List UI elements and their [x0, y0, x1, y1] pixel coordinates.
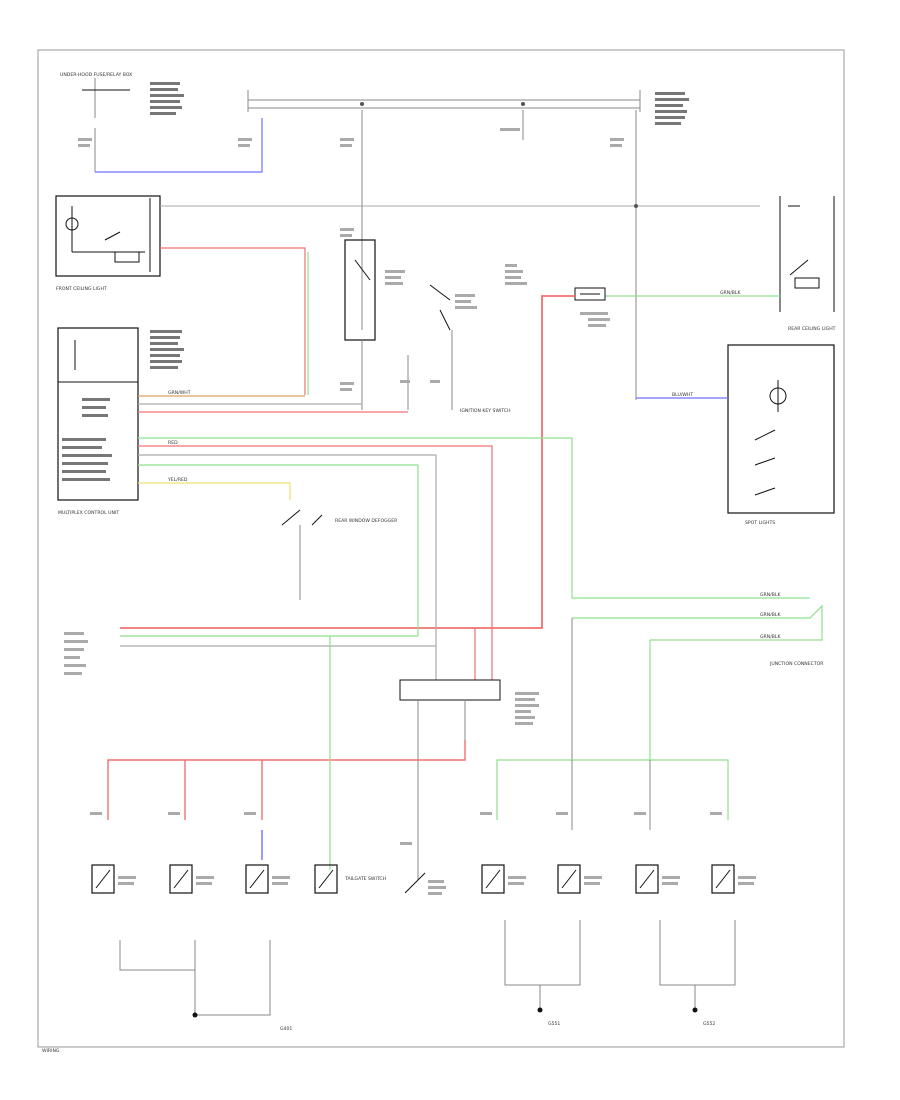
fuse-box-label: UNDER-HOOD FUSE/RELAY BOX — [60, 72, 132, 78]
illegible-labels — [64, 128, 756, 895]
wire-green-lower-right-1 — [496, 640, 651, 820]
wire-red-lower — [107, 740, 466, 820]
spot-lights: SPOT LIGHTS — [727, 344, 835, 526]
wire-label-grn-blk-1: GRN/BLK — [720, 290, 741, 296]
front-ceiling-light-label: FRONT CEILING LIGHT — [56, 286, 107, 292]
junction-connector-label: JUNCTION CONNECTOR — [769, 661, 824, 667]
wire-label-grn-blk-2: GRN/BLK — [760, 592, 781, 598]
rear-ceiling-light-label: REAR CEILING LIGHT — [788, 326, 836, 332]
front-ceiling-light: FRONT CEILING LIGHT — [55, 195, 161, 292]
diagram-frame — [37, 49, 845, 1048]
wire-yellow-mcu-8 — [138, 482, 291, 500]
tailgate-switch-label: TAILGATE SWITCH — [344, 876, 386, 882]
wire-green-mcu-7 — [138, 464, 419, 636]
ignition-key-switch-label: IGNITION KEY SWITCH — [460, 408, 511, 414]
wire-red-mcu-5 — [138, 445, 493, 680]
wire-blue-top — [95, 118, 263, 173]
ignition-switch: IGNITION KEY SWITCH — [407, 284, 511, 414]
footer-code: WIRING — [42, 1048, 60, 1054]
wire-label-yel-red: YEL/RED — [167, 477, 188, 483]
ground-g551-label: G551 — [548, 1021, 560, 1027]
junction-connector-center — [399, 679, 501, 880]
wire-green-mcu-4 — [138, 437, 810, 599]
fuse-box: UNDER-HOOD FUSE/RELAY BOX — [60, 72, 689, 400]
wire-green-lower-right-2 — [650, 759, 729, 820]
rear-ceiling-light: REAR CEILING LIGHT — [779, 196, 836, 332]
wire-label-blu-wht: BLU/WHT — [672, 392, 693, 398]
ground-g552-label: G552 — [703, 1021, 715, 1027]
rear-window-defogger-label: REAR WINDOW DEFOGGER — [335, 518, 398, 524]
wire-red-ceiling — [160, 247, 306, 395]
ground-wiring — [119, 920, 736, 1016]
multiplex-control-unit: MULTIPLEX CONTROL UNIT — [57, 327, 184, 516]
rear-window-defogger-switch: REAR WINDOW DEFOGGER — [281, 509, 398, 600]
driver-door-switch — [344, 239, 376, 410]
spot-lights-label: SPOT LIGHTS — [745, 520, 775, 526]
wire-red-vertical — [120, 295, 575, 629]
ground-g401-label: G401 — [280, 1026, 292, 1032]
wire-gray-mcu-6 — [138, 454, 437, 680]
junction-connector-right: GRN/BLK GRN/BLK GRN/BLK JUNCTION CONNECT… — [571, 592, 824, 760]
ceiling-relay — [574, 287, 606, 301]
wire-label-grn-wht-1: GRN/WHT — [168, 390, 191, 396]
multiplex-control-unit-label: MULTIPLEX CONTROL UNIT — [58, 510, 119, 516]
wire-label-grn-blk-3: GRN/BLK — [760, 612, 781, 618]
door-switches-row: TAILGATE SWITCH — [91, 864, 735, 894]
wire-label-red-1: RED — [168, 440, 178, 446]
wire-label-grn-blk-4: GRN/BLK — [760, 634, 781, 640]
